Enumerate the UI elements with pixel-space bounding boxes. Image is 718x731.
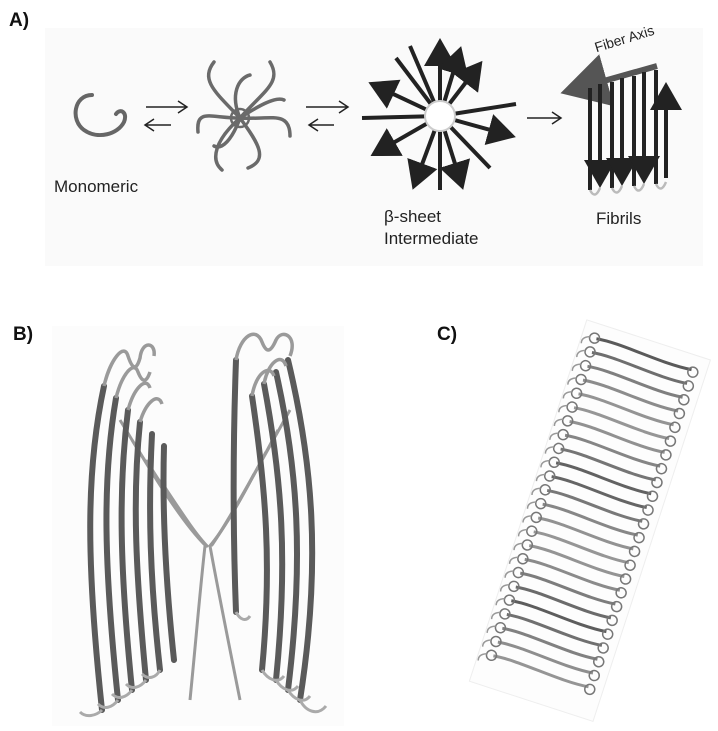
panel-c-stacked-model — [0, 0, 718, 731]
